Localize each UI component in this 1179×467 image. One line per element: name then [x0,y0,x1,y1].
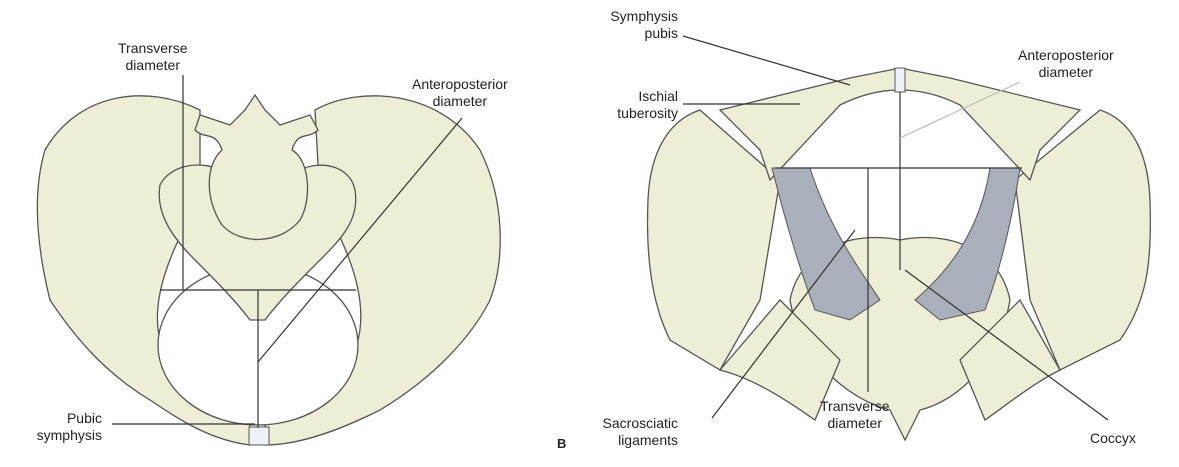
symphysis-cartilage [894,67,906,93]
left-ilium-b [646,109,781,371]
right-sacrosciatic-ligament [914,167,1021,321]
vertebra [194,93,319,241]
ap-leader [257,117,463,363]
symphysis-pubis-leader [682,35,851,86]
figure-b-pelvis-inferior-view [646,35,1152,442]
ischium-left [718,299,841,421]
label-coccyx: Coccyx [1090,430,1136,446]
sacrosciatic-leader [711,229,856,419]
pubic-symphysis-cartilage [248,426,270,446]
panel-letter-b: B [557,436,567,451]
left-sacrosciatic-ligament [771,167,881,321]
ap-leader-b [899,81,1021,139]
ischium-right [959,298,1061,421]
coccyx-leader [904,269,1109,421]
right-ilium-b [1014,109,1152,371]
figure-a-pelvis-superior-view [36,75,501,446]
